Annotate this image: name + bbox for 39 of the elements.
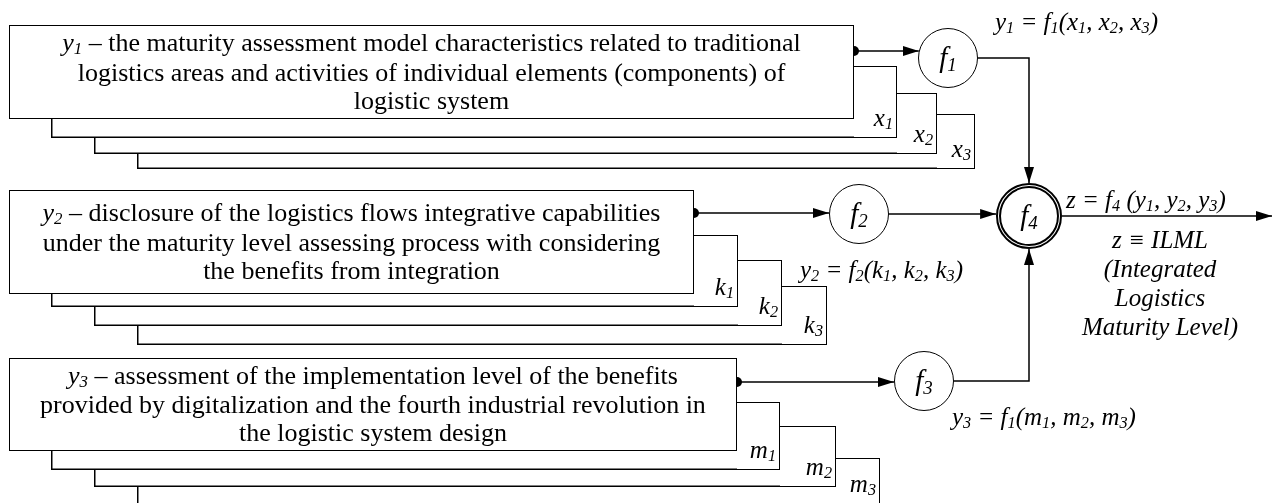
box-text: y$_{3}$ – assessment of the implementation level of the benefits provided by digitalization and the fourth industrial revolution in the logistic system design — [39, 361, 707, 448]
variable-label: m$_{2}$ — [805, 452, 832, 483]
variable-label: k$_{3}$ — [803, 310, 823, 341]
function-label: f$_{3}$ — [915, 364, 933, 398]
variable-label: x$_{3}$ — [951, 134, 971, 165]
variable-label: x$_{1}$ — [873, 103, 893, 134]
stacked-box — [780, 426, 836, 487]
variable-label: m$_{1}$ — [749, 435, 776, 466]
variable-label: k$_{1}$ — [714, 272, 734, 303]
stacked-box — [937, 114, 975, 169]
edge-label: z = f$_{4}$ (y$_{1}$, y$_{2}$, y$_{3}$) — [1066, 186, 1226, 215]
stacked-box — [897, 93, 937, 154]
formula-label: y$_{2}$ = f$_{2}$(k$_{1}$, k$_{2}$, k$_{3}$) — [800, 256, 964, 285]
arrow — [888, 209, 997, 219]
variable-label: k$_{2}$ — [758, 291, 778, 322]
variable-label: x$_{2}$ — [913, 119, 933, 150]
function-label: f$_{4}$ — [1020, 199, 1038, 233]
function-circle — [829, 184, 889, 244]
stacked-box — [737, 402, 780, 470]
process-box — [9, 190, 694, 294]
stacked-box — [836, 458, 880, 503]
function-label: f$_{2}$ — [850, 197, 868, 231]
box-text: y$_{1}$ – the maturity assessment model characteristics related to traditional logistics areas and activities of individual elements (components) of logistic system — [60, 29, 802, 115]
variable-label: m$_{3}$ — [849, 469, 876, 500]
arrow — [977, 57, 1034, 184]
stacked-box — [738, 260, 782, 326]
arrow — [953, 248, 1034, 382]
formula-label: y$_{1}$ = f$_{1}$(x$_{1}$, x$_{2}$, x$_{3}$) — [995, 8, 1159, 37]
stacked-box — [694, 235, 738, 307]
note-label: z ≡ ILML (Integrated Logistics Maturity Level) — [1080, 225, 1240, 341]
process-box — [9, 25, 854, 119]
function-circle — [894, 351, 954, 411]
box-text: y$_{2}$ – disclosure of the logistics flows integrative capabilities under the maturity level assessing process with considering the benefits from integration — [39, 199, 662, 285]
function-label: f$_{1}$ — [939, 41, 957, 75]
stacked-box — [854, 66, 897, 138]
function-circle — [918, 28, 978, 88]
arrow — [1061, 211, 1273, 221]
formula-label: y$_{3}$ = f$_{1}$(m$_{1}$, m$_{2}$, m$_{3}$) — [952, 403, 1136, 432]
stacked-box — [782, 286, 827, 345]
